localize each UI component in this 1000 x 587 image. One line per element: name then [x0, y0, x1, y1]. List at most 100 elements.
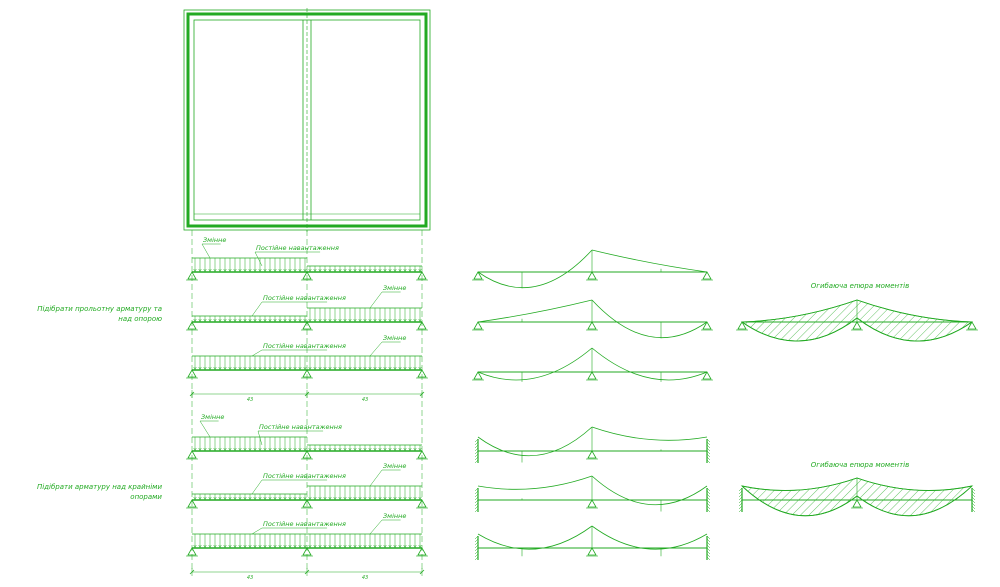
moment-5-curve-left [477, 475, 593, 490]
scheme-5-load-0-arrowhead [248, 496, 252, 501]
envelope-2-support-left-hatch [738, 496, 743, 501]
moment-6-support-right-hatch [706, 553, 711, 558]
moment-5-support-left-hatch [474, 493, 479, 498]
scheme-2-load-0-arrowhead [198, 318, 202, 323]
scheme-2-label-0: Постійне навантаження [263, 294, 346, 302]
moment-4-support-right-hatch [706, 444, 711, 449]
scheme-2-load-1-arrowhead [313, 318, 317, 323]
scheme-6-label-1: Змінне [383, 512, 406, 520]
scheme-1-support-mid [302, 271, 312, 280]
scheme-4-load-1-arrowhead [358, 447, 362, 452]
moment-5-curve-right [591, 475, 708, 506]
scheme-2-load-1-arrowhead [408, 318, 412, 323]
scheme-5-load-0-arrowhead [253, 496, 257, 501]
scheme-4-load-0-arrowhead [208, 447, 212, 452]
scheme-5-load-0-arrowhead [293, 496, 297, 501]
moment-5-support-left-hatch [474, 505, 479, 510]
moment-6-support-right-hatch [706, 550, 711, 555]
moment-4-support-right-hatch [706, 456, 711, 461]
scheme-5-load-0-arrowhead [278, 496, 282, 501]
scheme-3-label-1-leader [369, 341, 383, 357]
scheme-3-load-1-arrowhead [398, 366, 402, 371]
scheme-6-load-1-arrowhead [378, 544, 382, 549]
scheme-2-load-1-arrowhead [343, 318, 347, 323]
scheme-2-load-0-arrowhead [213, 318, 217, 323]
scheme-5-load-0-arrowhead [298, 496, 302, 501]
envelope-2-support-left-hatch [738, 502, 743, 507]
scheme-4-support-left [187, 450, 197, 459]
moment-diagrams [472, 249, 713, 561]
scheme-5-load-1-arrowhead [358, 496, 362, 501]
scheme-3-load-0-arrowhead [293, 366, 297, 371]
scheme-5-load-0-arrowhead [288, 496, 292, 501]
scheme-2-load-1-arrowhead [393, 318, 397, 323]
scheme-2-load-0-arrowhead [203, 318, 207, 323]
moment-4-support-left-hatch [474, 444, 479, 449]
scheme-5-load-1-arrowhead [378, 496, 382, 501]
scheme-6-load-0-arrowhead [303, 544, 307, 549]
moment-6-curve-right [591, 525, 708, 550]
scheme-2-load-1-arrowhead [338, 318, 342, 323]
moment-5-support-right-hatch [706, 508, 711, 513]
scheme-5-load-0-arrowhead [203, 496, 207, 501]
envelope-2-support-left-hatch [738, 487, 743, 492]
scheme-6-load-1-arrowhead [318, 544, 322, 549]
scheme-3-load-1-arrowhead [328, 366, 332, 371]
scheme-3-load-0-arrowhead [243, 366, 247, 371]
scheme-2-load-0-arrowhead [193, 318, 197, 323]
scheme-2-load-0-arrowhead [258, 318, 262, 323]
scheme-6-load-1-arrowhead [333, 544, 337, 549]
scheme-1-load-0-arrowhead [198, 268, 202, 273]
scheme-3-load-1-arrowhead [413, 366, 417, 371]
scheme-6-load-1-arrowhead [403, 544, 407, 549]
scheme-5-load-1-arrowhead [418, 496, 422, 501]
scheme-6-load-0-arrowhead [288, 544, 292, 549]
scheme-4-support-right [417, 450, 427, 459]
scheme-6-load-0-arrowhead [273, 544, 277, 549]
envelope-2-support-left-hatch [738, 505, 743, 510]
scheme-5-label-1-leader [369, 469, 383, 487]
moment-4-support-right-hatch [706, 438, 711, 443]
scheme-6-load-0-arrowhead [233, 544, 237, 549]
moment-5-support-right-hatch [706, 505, 711, 510]
scheme-1-load-0-arrowhead [258, 268, 262, 273]
moment-5-support-left-hatch [474, 508, 479, 513]
scheme-3-load-1-arrowhead [318, 366, 322, 371]
scheme-4-load-0-arrowhead [298, 447, 302, 452]
scheme-4-load-1-arrowhead [363, 447, 367, 452]
scheme-3-support-right [417, 369, 427, 378]
scheme-5-load-1-arrowhead [323, 496, 327, 501]
scheme-4-load-0-arrowhead [253, 447, 257, 452]
scheme-4-load-0-arrowhead [213, 447, 217, 452]
scheme-5-load-1-arrowhead [373, 496, 377, 501]
envelope-2-support-right-hatch [971, 490, 976, 495]
scheme-5-load-0-arrowhead [233, 496, 237, 501]
scheme-3-load-1-arrowhead [348, 366, 352, 371]
scheme-2-load-1-arrowhead [358, 318, 362, 323]
scheme-2-load-0-arrowhead [228, 318, 232, 323]
scheme-4-load-0-arrowhead [193, 447, 197, 452]
scheme-3-load-1-arrowhead [338, 366, 342, 371]
scheme-5-load-1-arrowhead [403, 496, 407, 501]
scheme-3-load-1-arrowhead [333, 366, 337, 371]
scheme-2-load-1-arrowhead [398, 318, 402, 323]
moment-1-curve-left [477, 249, 593, 289]
scheme-6-load-1-arrowhead [348, 544, 352, 549]
envelope-2-support-left-hatch [738, 493, 743, 498]
scheme-6-load-1-arrowhead [368, 544, 372, 549]
scheme-4-load-0-arrowhead [243, 447, 247, 452]
scheme-1-load-1-arrowhead [418, 268, 422, 273]
scheme-3-load-0-arrowhead [288, 366, 292, 371]
scheme-5-load-1-arrowhead [328, 496, 332, 501]
scheme-5-load-1-arrowhead [333, 496, 337, 501]
scheme-6-label-1-leader [369, 519, 383, 535]
scheme-1-load-1-arrowhead [398, 268, 402, 273]
moment-6-support-right-hatch [706, 538, 711, 543]
scheme-2-load-0-arrowhead [233, 318, 237, 323]
scheme-6-load-1-arrowhead [313, 544, 317, 549]
moment-1-support-left [473, 271, 483, 280]
scheme-3-load-0-arrowhead [203, 366, 207, 371]
scheme-1-load-0-arrowhead [283, 268, 287, 273]
scheme-2-load-0-arrowhead [263, 318, 267, 323]
scheme-1-load-1-arrowhead [393, 268, 397, 273]
